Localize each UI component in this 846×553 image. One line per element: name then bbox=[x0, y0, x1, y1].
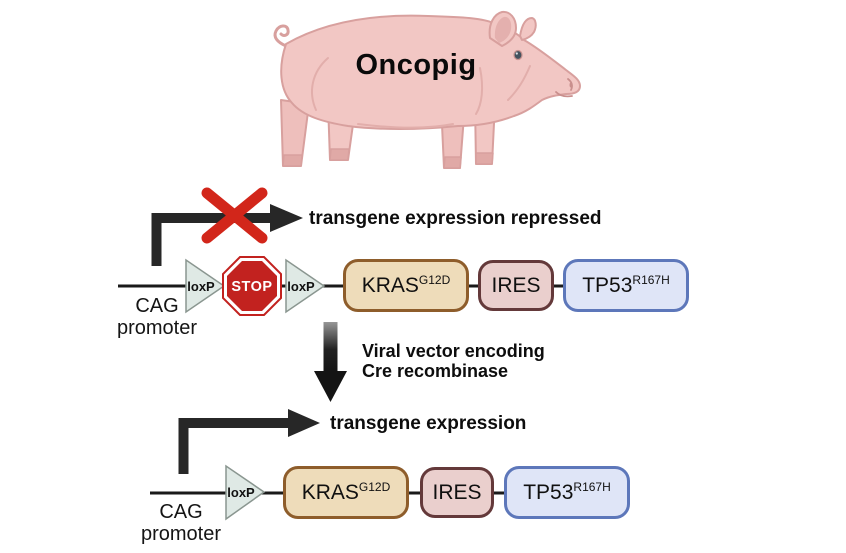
gene-box-ires-repressed: IRES bbox=[478, 260, 554, 311]
pig-tail bbox=[273, 24, 290, 48]
gene-label-kras: KRASG12D bbox=[301, 479, 391, 504]
gene-box-kras-expressed: KRASG12D bbox=[283, 466, 409, 519]
pig-nostril bbox=[569, 82, 573, 88]
cag-promoter-label-repressed: CAG promoter bbox=[107, 295, 207, 339]
promoter-arrow-repressed bbox=[151, 213, 270, 266]
promoter-arrowhead-expressed bbox=[288, 409, 320, 437]
expressed-label: transgene expression bbox=[330, 413, 527, 434]
cre-transition-label: Viral vector encoding Cre recombinase bbox=[362, 341, 545, 381]
cag-label: CAG bbox=[135, 295, 179, 317]
repressed-label: transgene expression repressed bbox=[309, 208, 602, 229]
cag-promoter-label-expressed: CAG promoter bbox=[131, 501, 231, 545]
promoter-arrow-expressed bbox=[178, 418, 288, 474]
gene-label-tp53: TP53R167H bbox=[523, 479, 611, 504]
loxp-label-1: loxP bbox=[187, 279, 215, 294]
gene-box-ires-expressed: IRES bbox=[420, 467, 494, 518]
pig-hooves bbox=[282, 148, 494, 169]
pig-eye bbox=[513, 49, 523, 61]
stop-label: STOP bbox=[231, 279, 273, 295]
transition-line2: Cre recombinase bbox=[362, 361, 509, 381]
promoter-label: promoter bbox=[116, 317, 198, 339]
pig-eye-highlight bbox=[515, 52, 518, 55]
gene-box-tp53-expressed: TP53R167H bbox=[504, 466, 630, 519]
cre-delivery-arrow bbox=[314, 322, 347, 402]
loxp-label-3: loxP bbox=[227, 485, 255, 500]
gene-label-kras: KRASG12D bbox=[361, 272, 451, 297]
gene-label-tp53: TP53R167H bbox=[582, 272, 670, 297]
gene-label-ires: IRES bbox=[432, 480, 482, 504]
loxp-label-2: loxP bbox=[287, 279, 315, 294]
page-title: Oncopig bbox=[355, 49, 477, 81]
pig-inner-ear bbox=[494, 16, 512, 43]
gene-box-tp53-repressed: TP53R167H bbox=[563, 259, 689, 312]
promoter-arrowhead-repressed bbox=[270, 204, 303, 232]
pig-ear-right bbox=[519, 17, 537, 41]
red-cross-icon bbox=[201, 187, 268, 244]
pig-shading bbox=[311, 57, 531, 129]
pig-illustration bbox=[273, 10, 581, 169]
transition-line1: Viral vector encoding bbox=[362, 341, 545, 361]
gene-box-kras-repressed: KRASG12D bbox=[343, 259, 469, 312]
promoter-label: promoter bbox=[140, 523, 222, 545]
gene-label-ires: IRES bbox=[491, 273, 541, 297]
cag-label: CAG bbox=[159, 501, 203, 523]
